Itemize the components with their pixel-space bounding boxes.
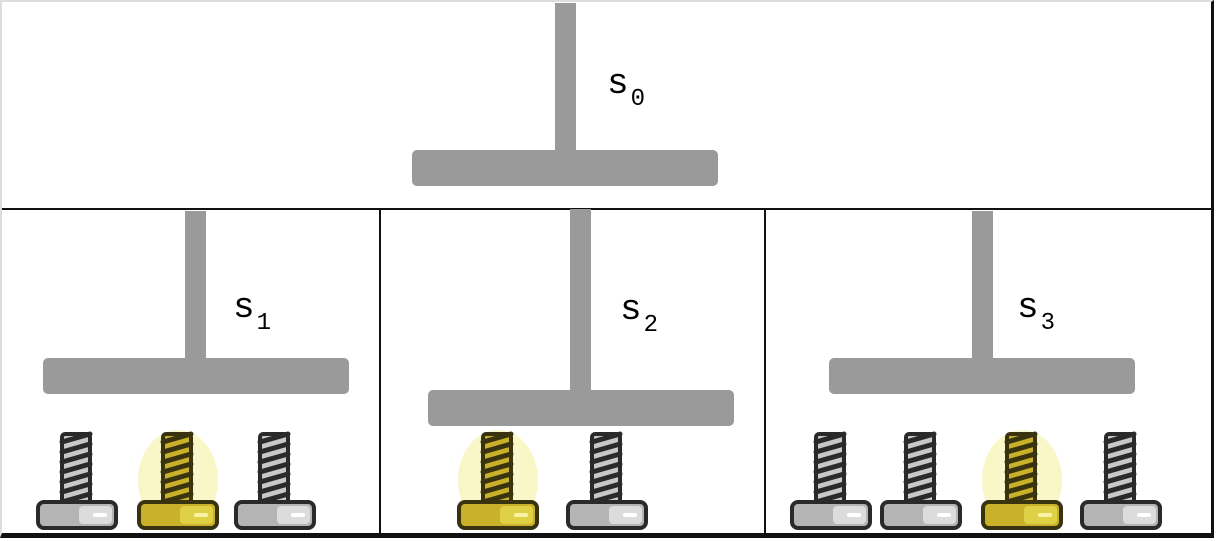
grey-screw-icon bbox=[1079, 428, 1163, 532]
station-1-label: s1 bbox=[233, 287, 272, 338]
gold-screw-icon bbox=[456, 428, 540, 532]
panel-divider bbox=[379, 209, 381, 535]
station-1-stem bbox=[185, 211, 206, 363]
gold-screw-icon bbox=[980, 428, 1064, 532]
grey-screw-icon bbox=[35, 428, 119, 532]
grey-screw-icon bbox=[879, 428, 963, 532]
station-0-platform bbox=[412, 150, 718, 186]
station-3-stem bbox=[972, 211, 993, 363]
station-2-label: s2 bbox=[620, 289, 659, 340]
station-2-platform bbox=[428, 390, 734, 426]
station-3-label: s3 bbox=[1017, 287, 1056, 338]
gold-screw-icon bbox=[136, 428, 220, 532]
stations-row-panel bbox=[0, 208, 1214, 538]
station-0-panel bbox=[0, 0, 1214, 210]
grey-screw-icon bbox=[789, 428, 873, 532]
station-0-stem bbox=[555, 3, 576, 155]
grey-screw-icon bbox=[233, 428, 317, 532]
station-2-stem bbox=[570, 209, 591, 395]
grey-screw-icon bbox=[565, 428, 649, 532]
station-1-platform bbox=[43, 358, 349, 394]
station-3-platform bbox=[829, 358, 1135, 394]
panel-divider bbox=[764, 209, 766, 535]
station-0-label: s0 bbox=[607, 63, 646, 114]
